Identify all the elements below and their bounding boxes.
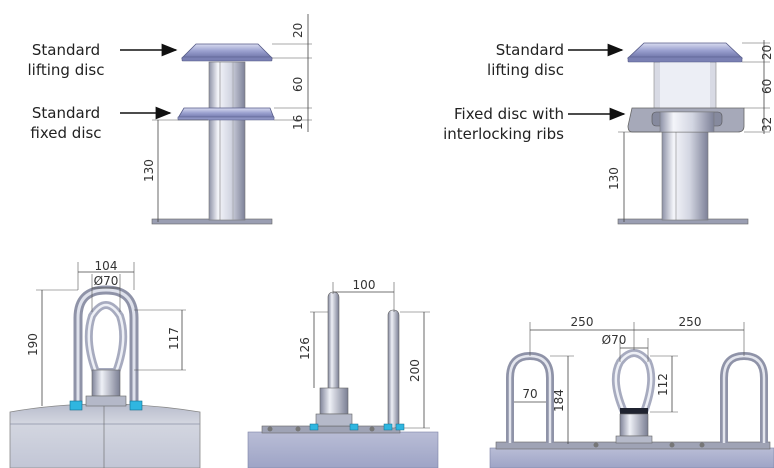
base-plate	[261, 425, 401, 434]
loop-right	[720, 351, 768, 443]
stem	[208, 61, 246, 221]
dim-spacing-left: 250	[571, 315, 594, 329]
bolt	[69, 400, 83, 411]
dim-loop-inner: 70	[522, 387, 537, 401]
fixed-disc	[177, 107, 275, 119]
clip	[383, 423, 393, 431]
callout-line-2: lifting disc	[487, 61, 564, 79]
dim-stem: 60	[760, 79, 774, 94]
dim-eye-height: 112	[656, 373, 670, 396]
assembly-standard-discs: 20 60 16 130	[120, 14, 312, 225]
clip	[395, 423, 405, 431]
callout-line-2: fixed disc	[30, 124, 102, 142]
bolt	[129, 400, 143, 411]
coupler	[91, 369, 121, 397]
dim-loop-height: 184	[552, 389, 566, 412]
callout-fixed-disc-interlocking-ribs: Fixed disc with interlocking ribs	[400, 104, 564, 144]
dim-loop-height: 190	[26, 333, 40, 356]
assembly-triple-loop: 250 250 Ø70 70 184 112	[489, 315, 774, 468]
dim-loop-diameter: Ø70	[94, 274, 119, 288]
dim-loop-width: 104	[95, 259, 118, 273]
callout-standard-lifting-disc-left: Standard lifting disc	[16, 40, 116, 80]
concrete-block	[9, 403, 201, 468]
dim-eye-diameter: Ø70	[602, 333, 627, 347]
lifting-disc	[626, 42, 744, 59]
assembly-single-loop: 104 Ø70 190 117	[9, 259, 201, 468]
dim-fixed: 32	[760, 117, 774, 132]
assembly-interlocking-disc: 20 60 32 130	[568, 40, 774, 225]
clip	[309, 423, 319, 431]
callout-standard-fixed-disc-left: Standard fixed disc	[16, 103, 116, 143]
coupler	[619, 413, 649, 437]
lifting-disc	[181, 43, 273, 59]
callout-line-2: interlocking ribs	[443, 125, 564, 143]
pin-right	[387, 309, 400, 429]
dim-pin-right: 200	[408, 359, 422, 382]
dim-spacing-right: 250	[679, 315, 702, 329]
dim-height: 130	[142, 159, 156, 182]
concrete-slab	[489, 447, 774, 468]
concrete-slab	[247, 431, 439, 468]
dim-height: 130	[607, 167, 621, 190]
dim-fixed: 16	[291, 115, 305, 130]
dim-loop-inner: 117	[167, 327, 181, 350]
clip	[349, 423, 359, 431]
dim-stem: 60	[291, 77, 305, 92]
stem	[661, 129, 709, 221]
callout-line-1: Standard	[495, 41, 564, 59]
assembly-two-pins: 100 126 200	[247, 278, 439, 468]
dim-disc-top: 20	[760, 45, 774, 60]
callout-standard-lifting-disc-right: Standard lifting disc	[440, 40, 564, 80]
callout-line-2: lifting disc	[27, 61, 105, 79]
callout-line-1: Fixed disc with	[454, 105, 564, 123]
dim-pin-left: 126	[298, 337, 312, 360]
callout-line-1: Standard	[31, 41, 101, 59]
eye-collar	[620, 408, 648, 414]
dim-disc-top: 20	[291, 23, 305, 38]
dim-pin-spacing: 100	[353, 278, 376, 292]
callout-line-1: Standard	[31, 104, 101, 122]
